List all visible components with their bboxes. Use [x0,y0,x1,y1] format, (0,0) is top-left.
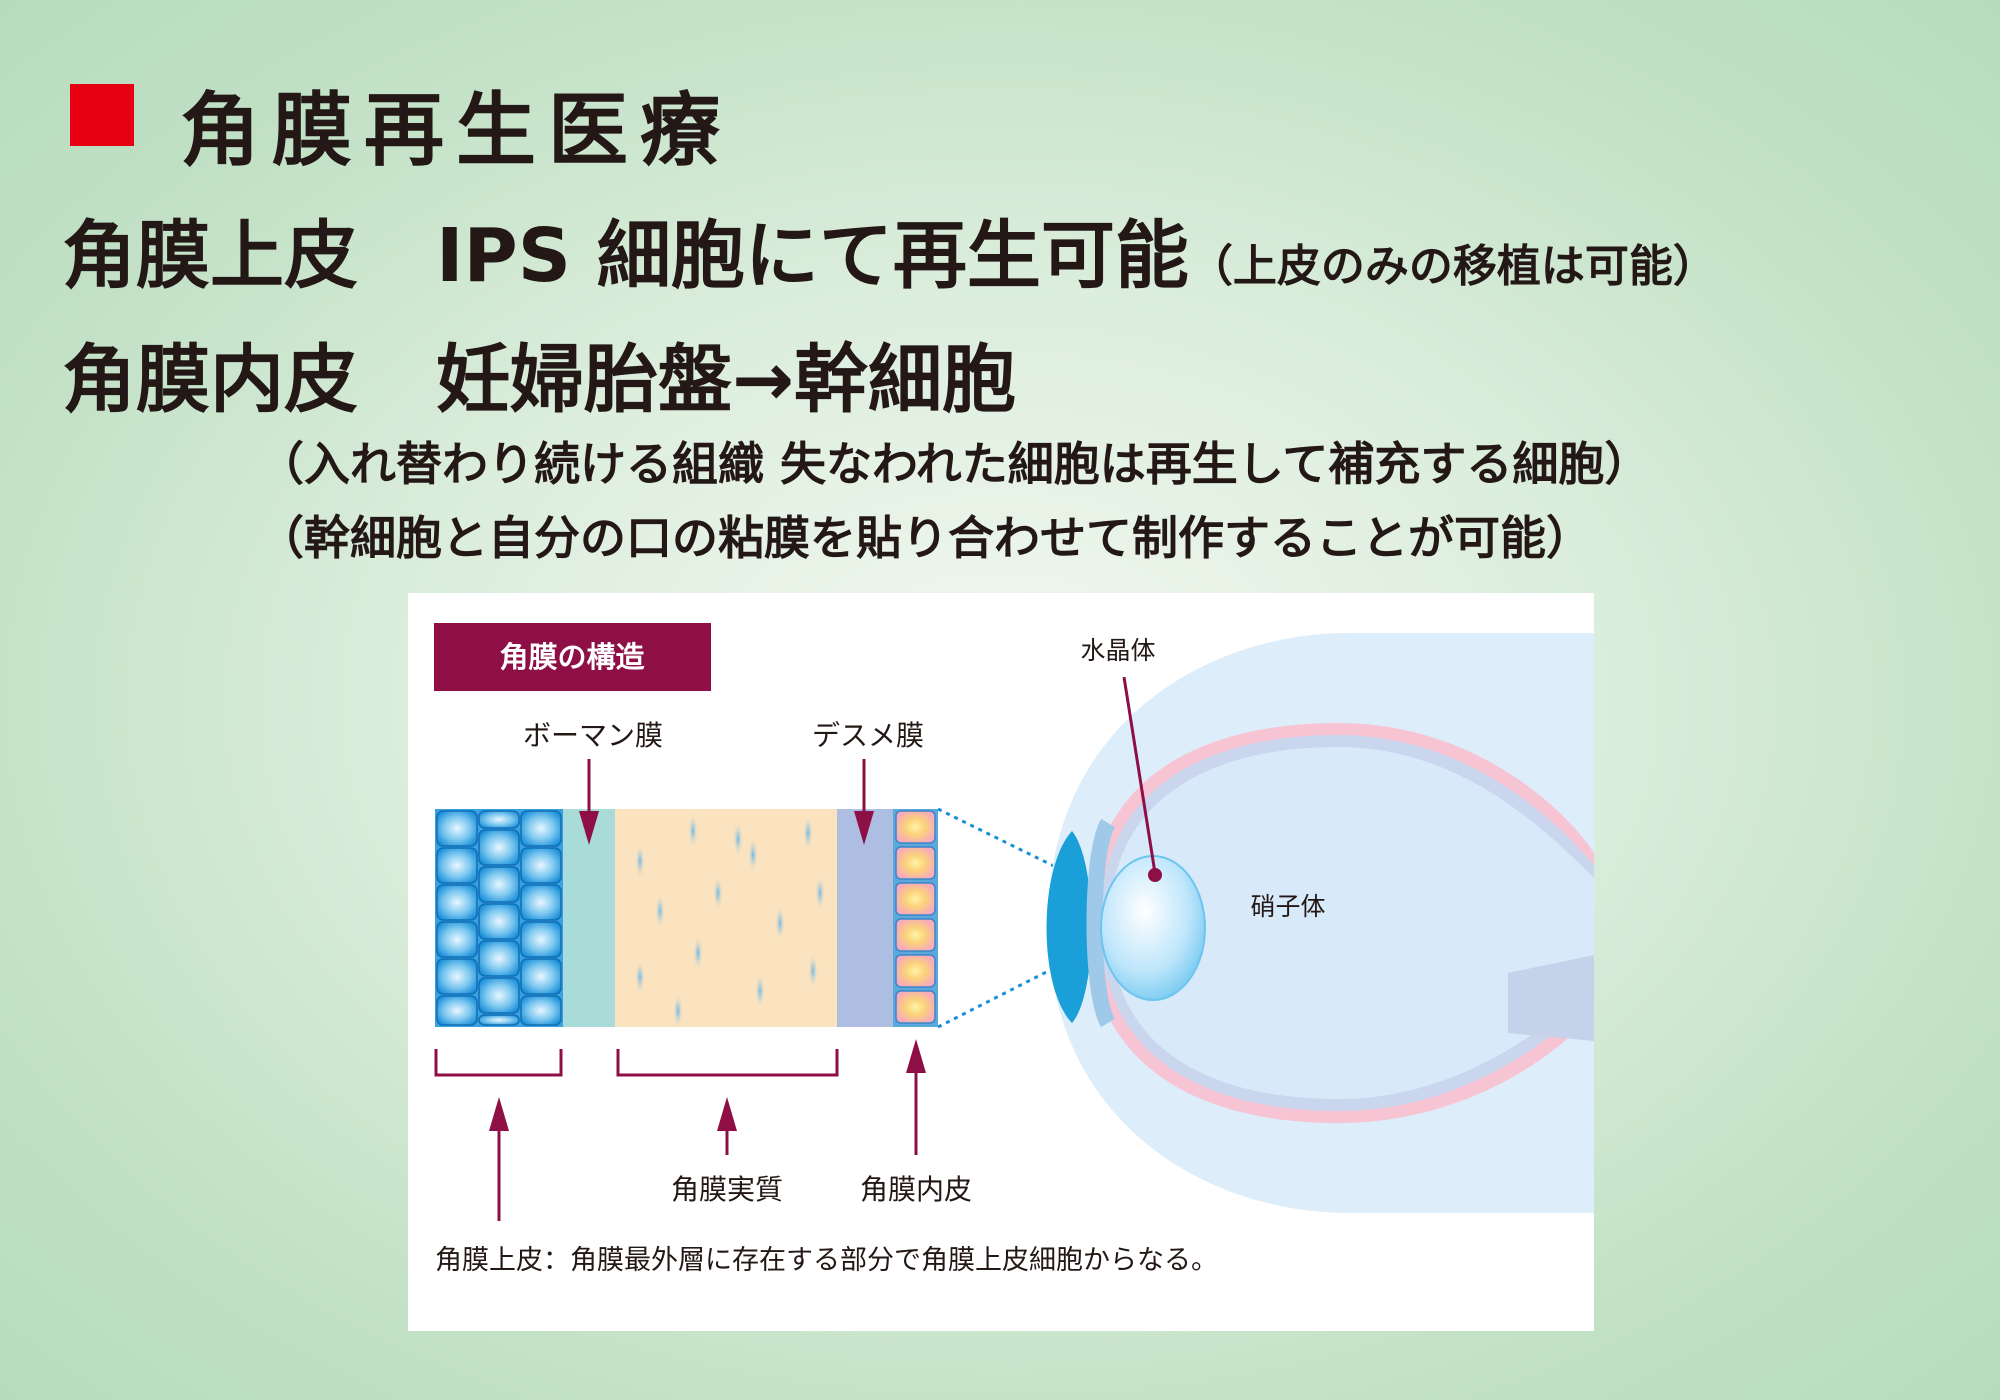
descemet-arrow-head [854,811,874,845]
epithelium-arrow-head [489,1097,509,1131]
epithelium-cell [478,866,520,903]
epithelium-cells [436,810,562,1026]
stroma-fleck [688,813,698,849]
epithelium-cell [436,995,478,1026]
endothelium-method: 妊婦胎盤→幹細胞 [436,337,1017,423]
epithelium-cell [520,884,562,921]
endothelium-label: 角膜内皮 [860,1173,972,1206]
bowman-label: ボーマン膜 [523,719,663,752]
descemet-layer [837,809,893,1027]
stroma-fleck [693,935,703,971]
endothelium-cell [895,954,936,988]
epithelium-cell [520,958,562,995]
page-title: 角膜再生医療 [180,84,732,177]
epithelium-cell [520,921,562,958]
epithelium-line: 角膜上皮 IPS 細胞にて再生可能（上皮のみの移植は可能） [62,196,1717,303]
epithelium-cell [520,810,562,847]
stroma-label: 角膜実質 [671,1173,783,1206]
stroma-fleck [803,815,813,851]
epithelium-cell [436,884,478,921]
endothelium-note-1: （入れ替わり続ける組織 失なわれた細胞は再生して補充する細胞） [258,437,1651,491]
endothelium-line: 角膜内皮妊婦胎盤→幹細胞 [62,320,1016,427]
epithelium-cell [436,921,478,958]
epithelium-cell [478,1014,520,1026]
stroma-fleck [755,973,765,1009]
epithelium-method: IPS 細胞にて再生可能 [436,213,1189,299]
epithelium-cell [520,847,562,884]
epithelium-cell [436,847,478,884]
endothelium-cell [895,810,936,844]
zoom-line-bottom [937,957,1073,1029]
endothelium-note-2: （幹細胞と自分の口の粘膜を貼り合わせて制作することが可能） [258,511,1592,565]
epithelium-layer [435,809,563,1027]
title-badge [434,623,711,691]
vitreous-label: 硝子体 [1250,892,1325,921]
lens-pointer-dot [1148,868,1162,882]
stroma-fleck [635,843,645,879]
stroma-fleck [808,953,818,989]
title-badge-label: 角膜の構造 [499,640,644,674]
stroma-fleck [635,959,645,995]
stroma-fleck [713,875,723,911]
epithelium-cell [478,977,520,1014]
endothelium-layer [893,809,938,1027]
bowman-arrow-head [579,811,599,845]
epithelium-cell [436,958,478,995]
stroma-fleck [815,875,825,911]
endothelium-cell [895,990,936,1024]
stroma-fleck [748,837,758,873]
vitreous-body [1110,747,1594,1099]
epithelium-note: （上皮のみの移植は可能） [1188,241,1717,292]
optic-nerve [1508,955,1594,1041]
endothelium-cell [895,882,936,916]
red-square-marker [70,84,134,146]
epithelium-cell [520,995,562,1026]
stroma-layer [615,809,837,1029]
epithelium-cell [478,940,520,977]
lens-label: 水晶体 [1080,636,1155,665]
endothelium-cells [895,810,936,1024]
stroma-bracket [616,1049,839,1077]
epithelium-caption: 角膜上皮：角膜最外層に存在する部分で角膜上皮細胞からなる。 [435,1245,1218,1276]
stroma-fleck [673,993,683,1029]
epithelium-cell [478,829,520,866]
cornea-structure-diagram: 角膜の構造 ボーマン膜 デスメ膜 角膜実質 角膜内皮 角膜上皮：角膜最外層に存在… [408,593,1594,1331]
epithelium-bracket [434,1049,563,1077]
epithelium-heading: 角膜上皮 [62,213,358,299]
descemet-label: デスメ膜 [812,719,924,752]
eye-illustration [1046,633,1594,1213]
zoom-line-top [937,807,1073,877]
cornea [1046,831,1092,1023]
endothelium-cell [895,846,936,880]
iris [1086,818,1116,1028]
epithelium-cell [436,810,478,847]
endothelium-arrow-head [906,1039,926,1073]
stroma-arrow-head [717,1097,737,1131]
eyelid-top [1339,685,1594,756]
endothelium-cell [895,918,936,952]
stroma-flecks [635,813,825,1029]
cornea-diagram-svg: 角膜の構造 ボーマン膜 デスメ膜 角膜実質 角膜内皮 角膜上皮：角膜最外層に存在… [434,623,1594,1276]
endothelium-heading: 角膜内皮 [62,337,358,423]
lens-pointer [1122,676,1157,874]
stroma-fleck [775,905,785,941]
epithelium-cell [478,810,520,829]
bowman-layer [563,809,615,1027]
stroma-fleck [733,821,743,857]
stroma-fleck [655,893,665,929]
epithelium-cell [478,903,520,940]
